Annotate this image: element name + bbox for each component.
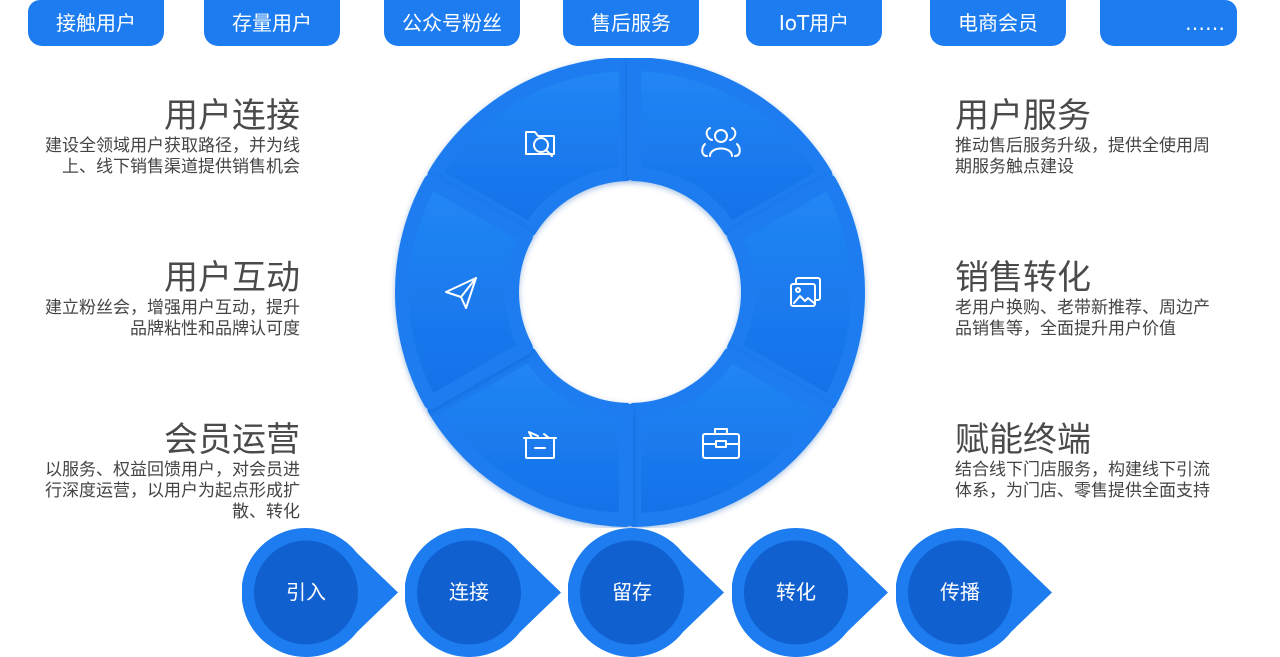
tab-contact-users: 接触用户	[28, 0, 164, 46]
pin-shape	[896, 528, 1052, 657]
tab-existing-users: 存量用户	[204, 0, 340, 46]
block-enable-terminal: 赋能终端 结合线下门店服务，构建线下引流 体系，为门店、零售提供全面支持	[955, 420, 1255, 502]
tab-official-account-fans: 公众号粉丝	[384, 0, 520, 46]
block-title: 会员运营	[164, 420, 300, 460]
flow-step-label: 留存	[612, 580, 652, 604]
paper-plane-icon	[445, 277, 477, 309]
block-title: 销售转化	[955, 258, 1091, 298]
block-member-ops: 会员运营 以服务、权益回馈用户，对会员进 行深度运营，以用户为起点形成扩 散、转…	[10, 420, 300, 523]
flow-step-spread: 传播	[896, 528, 1056, 657]
tab-more: ……	[1100, 0, 1237, 46]
pin-shape	[568, 528, 724, 657]
folder-search-icon	[525, 131, 555, 157]
block-desc-line: 散、转化	[232, 502, 300, 522]
block-desc-line: 结合线下门店服务，构建线下引流	[955, 460, 1210, 480]
tab-after-sales: 售后服务	[563, 0, 699, 46]
briefcase-icon	[702, 428, 740, 459]
pin-shape	[732, 528, 888, 657]
block-desc-line: 行深度运营，以用户为起点形成扩	[45, 481, 300, 501]
block-sales-conversion: 销售转化 老用户换购、老带新推荐、周边产 品销售等，全面提升用户价值	[955, 258, 1255, 340]
gift-box-icon	[523, 431, 557, 459]
flow-pins: 引入 连接 留存 转化 传播	[0, 528, 1280, 657]
flow-step-introduce: 引入	[242, 528, 402, 657]
category-tabs: 接触用户 存量用户 公众号粉丝 售后服务 IoT用户 电商会员 ……	[0, 0, 1280, 48]
users-icon	[701, 127, 741, 157]
tab-iot-users: IoT用户	[746, 0, 882, 46]
block-desc-line: 上、线下销售渠道提供销售机会	[62, 157, 300, 177]
pin-shape	[242, 528, 398, 657]
block-title: 赋能终端	[955, 420, 1091, 460]
flow-step-label: 转化	[776, 580, 816, 604]
segment-bottom-right	[626, 347, 833, 527]
block-desc-line: 推动售后服务升级，提供全使用周	[955, 136, 1210, 156]
block-desc-line: 建立粉丝会，增强用户互动，提升	[45, 298, 300, 318]
flow-step-label: 传播	[940, 580, 980, 604]
image-gallery-icon	[790, 277, 821, 307]
flow-step-label: 连接	[449, 580, 489, 604]
block-desc-line: 期服务触点建设	[955, 157, 1074, 177]
block-title: 用户连接	[164, 96, 300, 136]
block-desc-line: 品牌粘性和品牌认可度	[130, 319, 300, 339]
six-segment-wheel	[395, 58, 865, 527]
flow-step-convert: 转化	[732, 528, 892, 657]
block-title: 用户互动	[164, 258, 300, 298]
block-desc-line: 以服务、权益回馈用户，对会员进	[45, 460, 300, 480]
block-desc-line: 老用户换购、老带新推荐、周边产	[955, 298, 1210, 318]
block-desc-line: 品销售等，全面提升用户价值	[955, 319, 1176, 339]
tab-ecommerce-members: 电商会员	[930, 0, 1066, 46]
block-desc-line: 体系，为门店、零售提供全面支持	[955, 481, 1210, 501]
flow-step-retain: 留存	[568, 528, 728, 657]
segment-top-left	[427, 58, 634, 237]
block-user-connect: 用户连接 建设全领域用户获取路径，并为线 上、线下销售渠道提供销售机会	[10, 96, 300, 178]
block-desc-line: 建设全领域用户获取路径，并为线	[45, 136, 300, 156]
block-user-interact: 用户互动 建立粉丝会，增强用户互动，提升 品牌粘性和品牌认可度	[10, 258, 300, 340]
segment-top-right	[626, 58, 833, 237]
block-title: 用户服务	[955, 96, 1091, 136]
flow-step-connect: 连接	[405, 528, 565, 657]
block-user-service: 用户服务 推动售后服务升级，提供全使用周 期服务触点建设	[955, 96, 1255, 178]
flow-step-label: 引入	[286, 580, 326, 604]
pin-shape	[405, 528, 561, 657]
